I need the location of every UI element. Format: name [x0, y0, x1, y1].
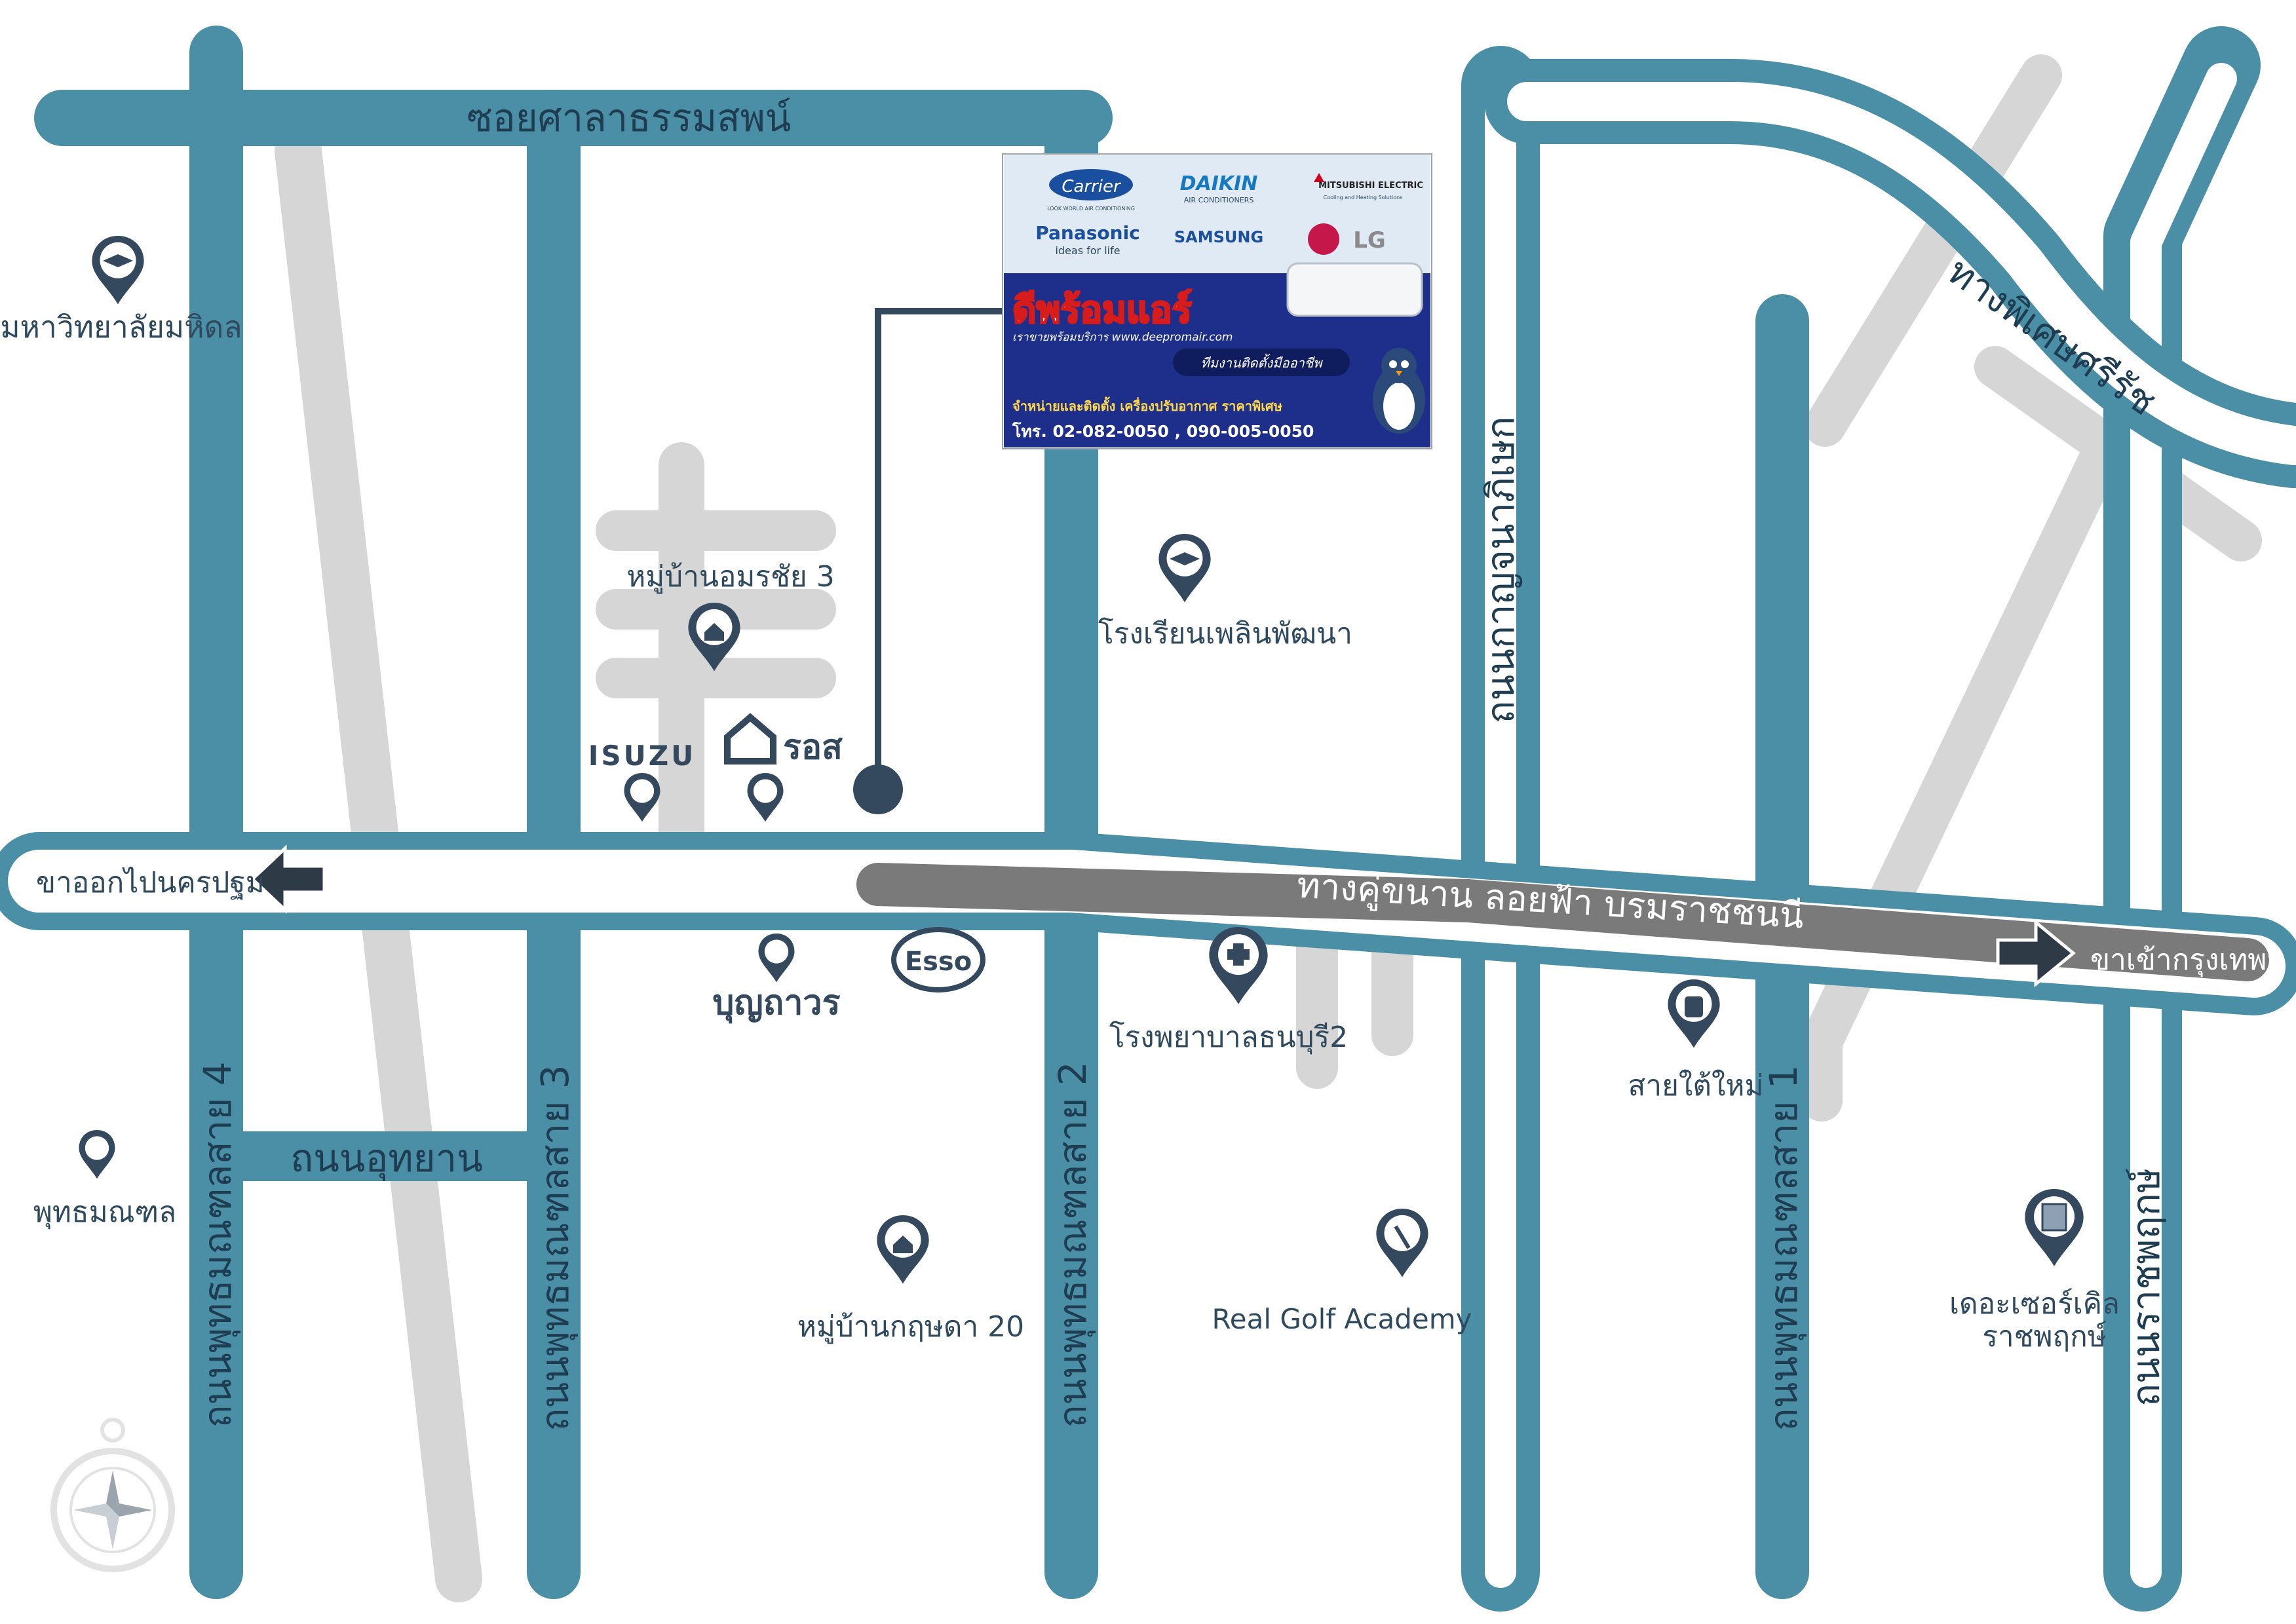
place-mahidol: มหาวิทยาลัยมหิดล: [0, 309, 242, 345]
road-label-utthayan: ถนนอุทยาน: [290, 1136, 483, 1182]
building-icon: [2041, 1203, 2067, 1232]
road-label-phuttha4: ถนนพุทธมณฑลสาย 4: [195, 1061, 241, 1427]
place-hospital: โรงพยาบาลธนบุรี2: [1109, 1021, 1348, 1055]
esso-logo: [891, 927, 985, 992]
bus-pin: [1668, 979, 1720, 1048]
brand-daikin: DAIKIN: [1180, 172, 1258, 195]
brand-mitsubishi: MITSUBISHI ELECTRIC: [1318, 181, 1423, 191]
graduation-cap-icon: [103, 254, 133, 267]
brand-esso: Esso: [905, 947, 972, 977]
road-label-top: ซอยศาลาธรรมสพน์: [467, 96, 792, 140]
road-label-phuttha1: ถนนพุทธมณฑลสาย 1: [1761, 1065, 1807, 1431]
brand-samsung: SAMSUNG: [1174, 228, 1263, 246]
ross-logo-icon: [724, 713, 776, 765]
aircon-unit-icon: [1286, 262, 1423, 317]
brand-panasonic: Panasonic: [1035, 222, 1140, 244]
brand-panasonic-sub: ideas for life: [1055, 244, 1120, 257]
compass-icon: [50, 1418, 175, 1572]
brand-carrier: Carrier: [1062, 177, 1122, 197]
arrow-left-icon: [250, 844, 326, 914]
penguin-mascot-icon: [1373, 348, 1425, 434]
isuzu-pin: [624, 773, 660, 822]
phutthamonthon-pin: [79, 1130, 115, 1179]
place-circle-line2: ราชพฤกษ์: [1982, 1320, 2107, 1353]
place-kritsada: หมู่บ้านกฤษดา 20: [797, 1310, 1024, 1344]
place-phutthamonthon: พุทธมณฑล: [33, 1196, 176, 1230]
road-label-kanchana: ถนนกาญจนาภิเษก: [1478, 416, 1523, 723]
place-school: โรงเรียนเพลินพัฒนา: [1098, 617, 1352, 651]
road-label-phuttha3: ถนนพุทธมณฑลสาย 3: [533, 1065, 579, 1431]
brand-carrier-sub: LOOK WORLD AIR CONDITIONING: [1047, 206, 1135, 212]
store-billboard: Carrier LOOK WORLD AIR CONDITIONING DAIK…: [1002, 153, 1432, 449]
school-pin: [1158, 534, 1211, 603]
brand-isuzu: ISUZU: [588, 740, 697, 772]
place-golf: Real Golf Academy: [1212, 1303, 1472, 1335]
brand-daikin-sub: AIR CONDITIONERS: [1184, 196, 1254, 204]
billboard-subtitle: เราขายพร้อมบริการ www.deepromair.com: [1012, 331, 1233, 344]
lg-logo-icon: [1308, 223, 1339, 255]
golf-pin: [1376, 1209, 1428, 1277]
brand-lg: LG: [1353, 227, 1386, 254]
brand-boonthavorn: บุญถาวร: [712, 983, 840, 1024]
mitsubishi-logo-icon: [1314, 173, 1324, 182]
house-icon-kritsada: [893, 1236, 913, 1253]
billboard-service: จำหน่ายและติดตั้ง เครื่องปรับอากาศ ราคาพ…: [1012, 396, 1282, 414]
billboard-team: ทีมงานติดตั้งมืออาชีพ: [1201, 353, 1324, 371]
arrow-right-icon: [1996, 918, 2076, 988]
golf-icon: [1394, 1225, 1411, 1249]
exit-right-label: ขาเข้ากรุงเทพฯ: [2090, 943, 2283, 977]
bus-icon: [1685, 996, 1703, 1017]
road-label-phuttha2: ถนนพุทธมณฑลสาย 2: [1050, 1061, 1096, 1427]
boonthavorn-pin: [758, 934, 795, 983]
building-pin: [2025, 1189, 2084, 1266]
university-pin: [92, 236, 144, 305]
store-location-dot: [853, 765, 903, 814]
place-circle-line1: เดอะเซอร์เคิล: [1949, 1287, 2120, 1321]
plus-icon: [1227, 943, 1250, 966]
major-roads: [0, 26, 2296, 1612]
house-icon: [704, 623, 724, 641]
brand-ross: รอส: [783, 728, 843, 767]
road-label-ratchaphruek: ถนนราชพฤกษ์: [2124, 1168, 2168, 1407]
place-saitai: สายใต้ใหม่: [1628, 1069, 1764, 1103]
brand-mitsubishi-sub: Cooling and Heating Solutions: [1324, 195, 1403, 200]
hospital-pin: [1209, 927, 1268, 1004]
exit-left-label: ขาออกไปนครปฐม: [36, 866, 265, 899]
house-pin-kritsada: [877, 1215, 929, 1284]
place-amornchai: หมู่บ้านอมรชัย 3: [626, 560, 834, 594]
ross-pin: [747, 773, 784, 822]
billboard-title: ดีพร้อมแอร์: [1012, 289, 1192, 331]
house-pin: [688, 603, 740, 671]
billboard-leader-line: [875, 308, 1003, 789]
graduation-cap-icon-school: [1170, 552, 1200, 565]
billboard-phone: โทร. 02-082-0050 , 090-005-0050: [1012, 421, 1314, 441]
